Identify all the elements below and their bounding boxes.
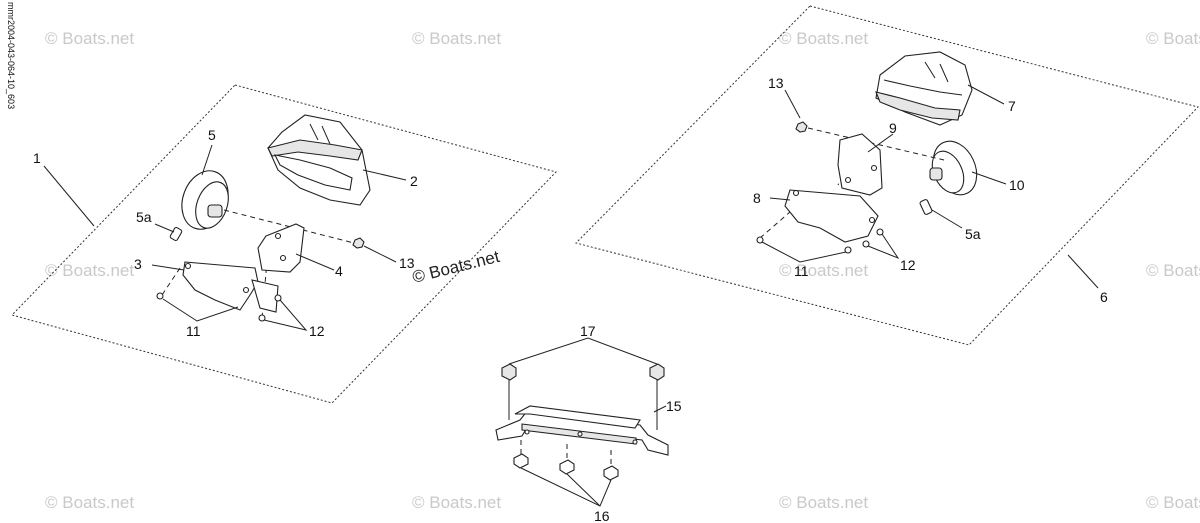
- callout-6: 6: [1100, 289, 1108, 305]
- leader-4: [295, 253, 335, 271]
- leader-11-right: [761, 241, 847, 263]
- callout-16: 16: [594, 508, 610, 523]
- leader-10: [971, 171, 1007, 185]
- nut-16-a: [513, 453, 529, 469]
- nut-16-b: [559, 459, 575, 475]
- callout-1: 1: [33, 150, 41, 166]
- callout-13-right: 13: [768, 75, 784, 91]
- small-bulb: [169, 226, 183, 242]
- screw-12-right-b: [876, 228, 884, 236]
- left-assembly-plate: [11, 84, 557, 404]
- callout-15: 15: [666, 398, 682, 414]
- leader-7: [967, 84, 1005, 105]
- right-assembly-plate: [575, 5, 1199, 346]
- callout-5-left: 5: [208, 127, 216, 143]
- callout-12-left: 12: [309, 323, 325, 339]
- bottom-assembly: [495, 337, 669, 507]
- leader-5-left: [201, 144, 213, 176]
- callout-8: 8: [753, 190, 761, 206]
- screw-12-left-a: [258, 314, 266, 322]
- screw-11-left: [156, 292, 164, 300]
- callout-2: 2: [410, 173, 418, 189]
- nut-13-right: [795, 121, 808, 133]
- leader-17: [508, 337, 658, 365]
- bracket-3: [182, 261, 259, 311]
- left-assembly: [11, 84, 557, 404]
- callout-10: 10: [1009, 177, 1025, 193]
- leader-3: [151, 264, 185, 271]
- headlamp-bulb-right: [929, 140, 978, 196]
- leader-11-left: [162, 298, 239, 322]
- leader-13-left: [363, 245, 397, 263]
- callout-7: 7: [1008, 98, 1016, 114]
- watermark: © Boats.net: [1146, 261, 1200, 280]
- watermark: © Boats.net: [779, 261, 868, 280]
- screw-11-right: [756, 236, 764, 244]
- callout-17: 17: [580, 323, 596, 339]
- callout-11-left: 11: [186, 323, 201, 339]
- center-watermark: © Boats.net: [410, 247, 501, 287]
- leader-9: [867, 133, 894, 153]
- bolt-17-a: [501, 363, 517, 420]
- watermark: © Boats.net: [412, 493, 501, 512]
- watermark: © Boats.net: [45, 493, 134, 512]
- alignment-line: [759, 211, 791, 239]
- drawing-code: mmr2004-043-064-10_603: [6, 2, 16, 109]
- leader-5a-left: [154, 223, 175, 233]
- right-assembly: [575, 5, 1199, 346]
- bracket-9: [837, 133, 883, 196]
- watermark: © Boats.net: [1146, 29, 1200, 48]
- headlamp-housing: [267, 114, 371, 206]
- headlamp-housing-right: [875, 51, 973, 126]
- headlamp-bulb: [181, 170, 229, 230]
- callout-5a-right: 5a: [965, 226, 981, 242]
- callout-5a-left: 5a: [136, 209, 152, 225]
- watermark: © Boats.net: [779, 493, 868, 512]
- small-bulb-right: [919, 199, 933, 215]
- bracket-8: [784, 189, 879, 243]
- mounting-bracket-15: [495, 405, 669, 456]
- nut-16-c: [603, 465, 619, 481]
- bracket-4: [251, 223, 305, 313]
- watermark: © Boats.net: [412, 29, 501, 48]
- callout-labels: 1 2 3 4 5 5a 11 12 13 6 7 8 9 10 5a 11 1…: [33, 75, 1108, 523]
- callout-13-left: 13: [399, 255, 415, 271]
- callout-11-right: 11: [794, 263, 809, 279]
- alignment-line: [159, 267, 181, 299]
- leader-16-b: [566, 473, 601, 507]
- leader-12-left: [263, 299, 308, 331]
- bolt-17-b: [649, 363, 665, 430]
- watermark: © Boats.net: [779, 29, 868, 48]
- callout-4: 4: [335, 263, 343, 279]
- watermarks: © Boats.net © Boats.net © Boats.net © Bo…: [45, 29, 1200, 512]
- leader-2: [362, 169, 407, 181]
- leader-13-right: [784, 89, 801, 119]
- watermark: © Boats.net: [45, 261, 134, 280]
- screw-12-right-a: [862, 240, 870, 248]
- watermark: © Boats.net: [45, 29, 134, 48]
- callout-12-right: 12: [900, 257, 916, 273]
- leader-12-right: [867, 233, 900, 260]
- screw-12-left-b: [274, 294, 282, 302]
- leader-6: [1067, 254, 1099, 289]
- watermark: © Boats.net: [1146, 493, 1200, 512]
- callout-3: 3: [134, 256, 142, 272]
- nut-13-left: [352, 237, 365, 249]
- leader-15: [653, 405, 667, 413]
- leader-1: [43, 165, 95, 227]
- leader-8: [769, 197, 791, 201]
- screw-11-right-b: [844, 246, 852, 254]
- callout-9: 9: [889, 120, 897, 136]
- leader-5a-right: [931, 209, 963, 229]
